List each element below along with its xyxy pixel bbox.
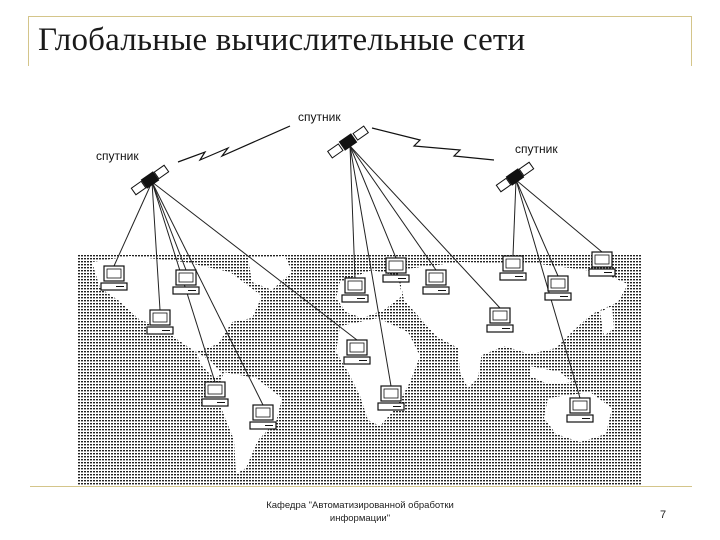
- computer-icon: [544, 275, 572, 301]
- computer-icon: [499, 255, 527, 281]
- computer-icon: [422, 269, 450, 295]
- satellite-label-center: спутник: [298, 110, 341, 124]
- satellite-body: [140, 171, 160, 189]
- uplink-line: [349, 145, 397, 259]
- uplink-line: [151, 181, 187, 271]
- sat-left: [130, 164, 170, 196]
- continent-central-america: [196, 352, 222, 378]
- satellite-body: [338, 133, 358, 151]
- solar-panel: [518, 161, 535, 177]
- sat-center: [326, 125, 370, 159]
- uplink-line: [349, 145, 392, 387]
- uplink-line: [151, 181, 264, 406]
- uplink-line: [349, 145, 501, 309]
- computer-icon: [343, 339, 371, 365]
- solar-panel: [153, 164, 170, 180]
- satellite-radio-links: [177, 125, 495, 163]
- computer-icon: [249, 404, 277, 430]
- uplink-line: [515, 179, 603, 253]
- radio-link-left-center: [177, 125, 291, 163]
- uplink-line: [113, 181, 153, 267]
- continent-asia: [398, 262, 628, 356]
- continent-north-america: [92, 256, 262, 352]
- computers: [100, 251, 616, 430]
- frame-top-rule: [28, 16, 692, 17]
- uplink-line: [151, 181, 161, 311]
- computer-icon: [201, 381, 229, 407]
- solar-panel: [352, 125, 370, 141]
- computer-icon: [588, 251, 616, 277]
- computer-icon: [100, 265, 128, 291]
- continent-india: [458, 348, 482, 388]
- frame-right-rule: [691, 16, 692, 66]
- computer-icon: [172, 269, 200, 295]
- satellite-label-left: спутник: [96, 149, 139, 163]
- footer-text: Кафедра "Автоматизированной обработки ин…: [266, 500, 454, 524]
- continent-indonesia: [530, 366, 572, 384]
- solar-panel: [130, 180, 147, 196]
- uplink-line: [512, 179, 517, 257]
- uplink-line: [515, 179, 559, 277]
- slide-title: Глобальные вычислительные сети: [38, 22, 526, 58]
- computer-icon: [146, 309, 174, 335]
- uplink-line: [349, 145, 437, 271]
- computer-icon: [566, 397, 594, 423]
- computer-icon: [486, 307, 514, 333]
- continent-japan: [600, 306, 614, 336]
- radio-link-center-right: [371, 127, 495, 161]
- frame-left-rule: [28, 16, 29, 66]
- computer-icon: [382, 257, 410, 283]
- solar-panel: [326, 143, 344, 159]
- sat-right: [495, 161, 535, 193]
- solar-panel: [495, 177, 512, 193]
- computer-icon: [377, 385, 405, 411]
- uplink-line: [349, 145, 356, 279]
- satellite-label-right: спутник: [515, 142, 558, 156]
- page-number: 7: [660, 509, 667, 521]
- satellite-body: [505, 168, 525, 186]
- computer-icon: [341, 277, 369, 303]
- footer-rule: [30, 486, 692, 487]
- uplink-line: [151, 181, 358, 341]
